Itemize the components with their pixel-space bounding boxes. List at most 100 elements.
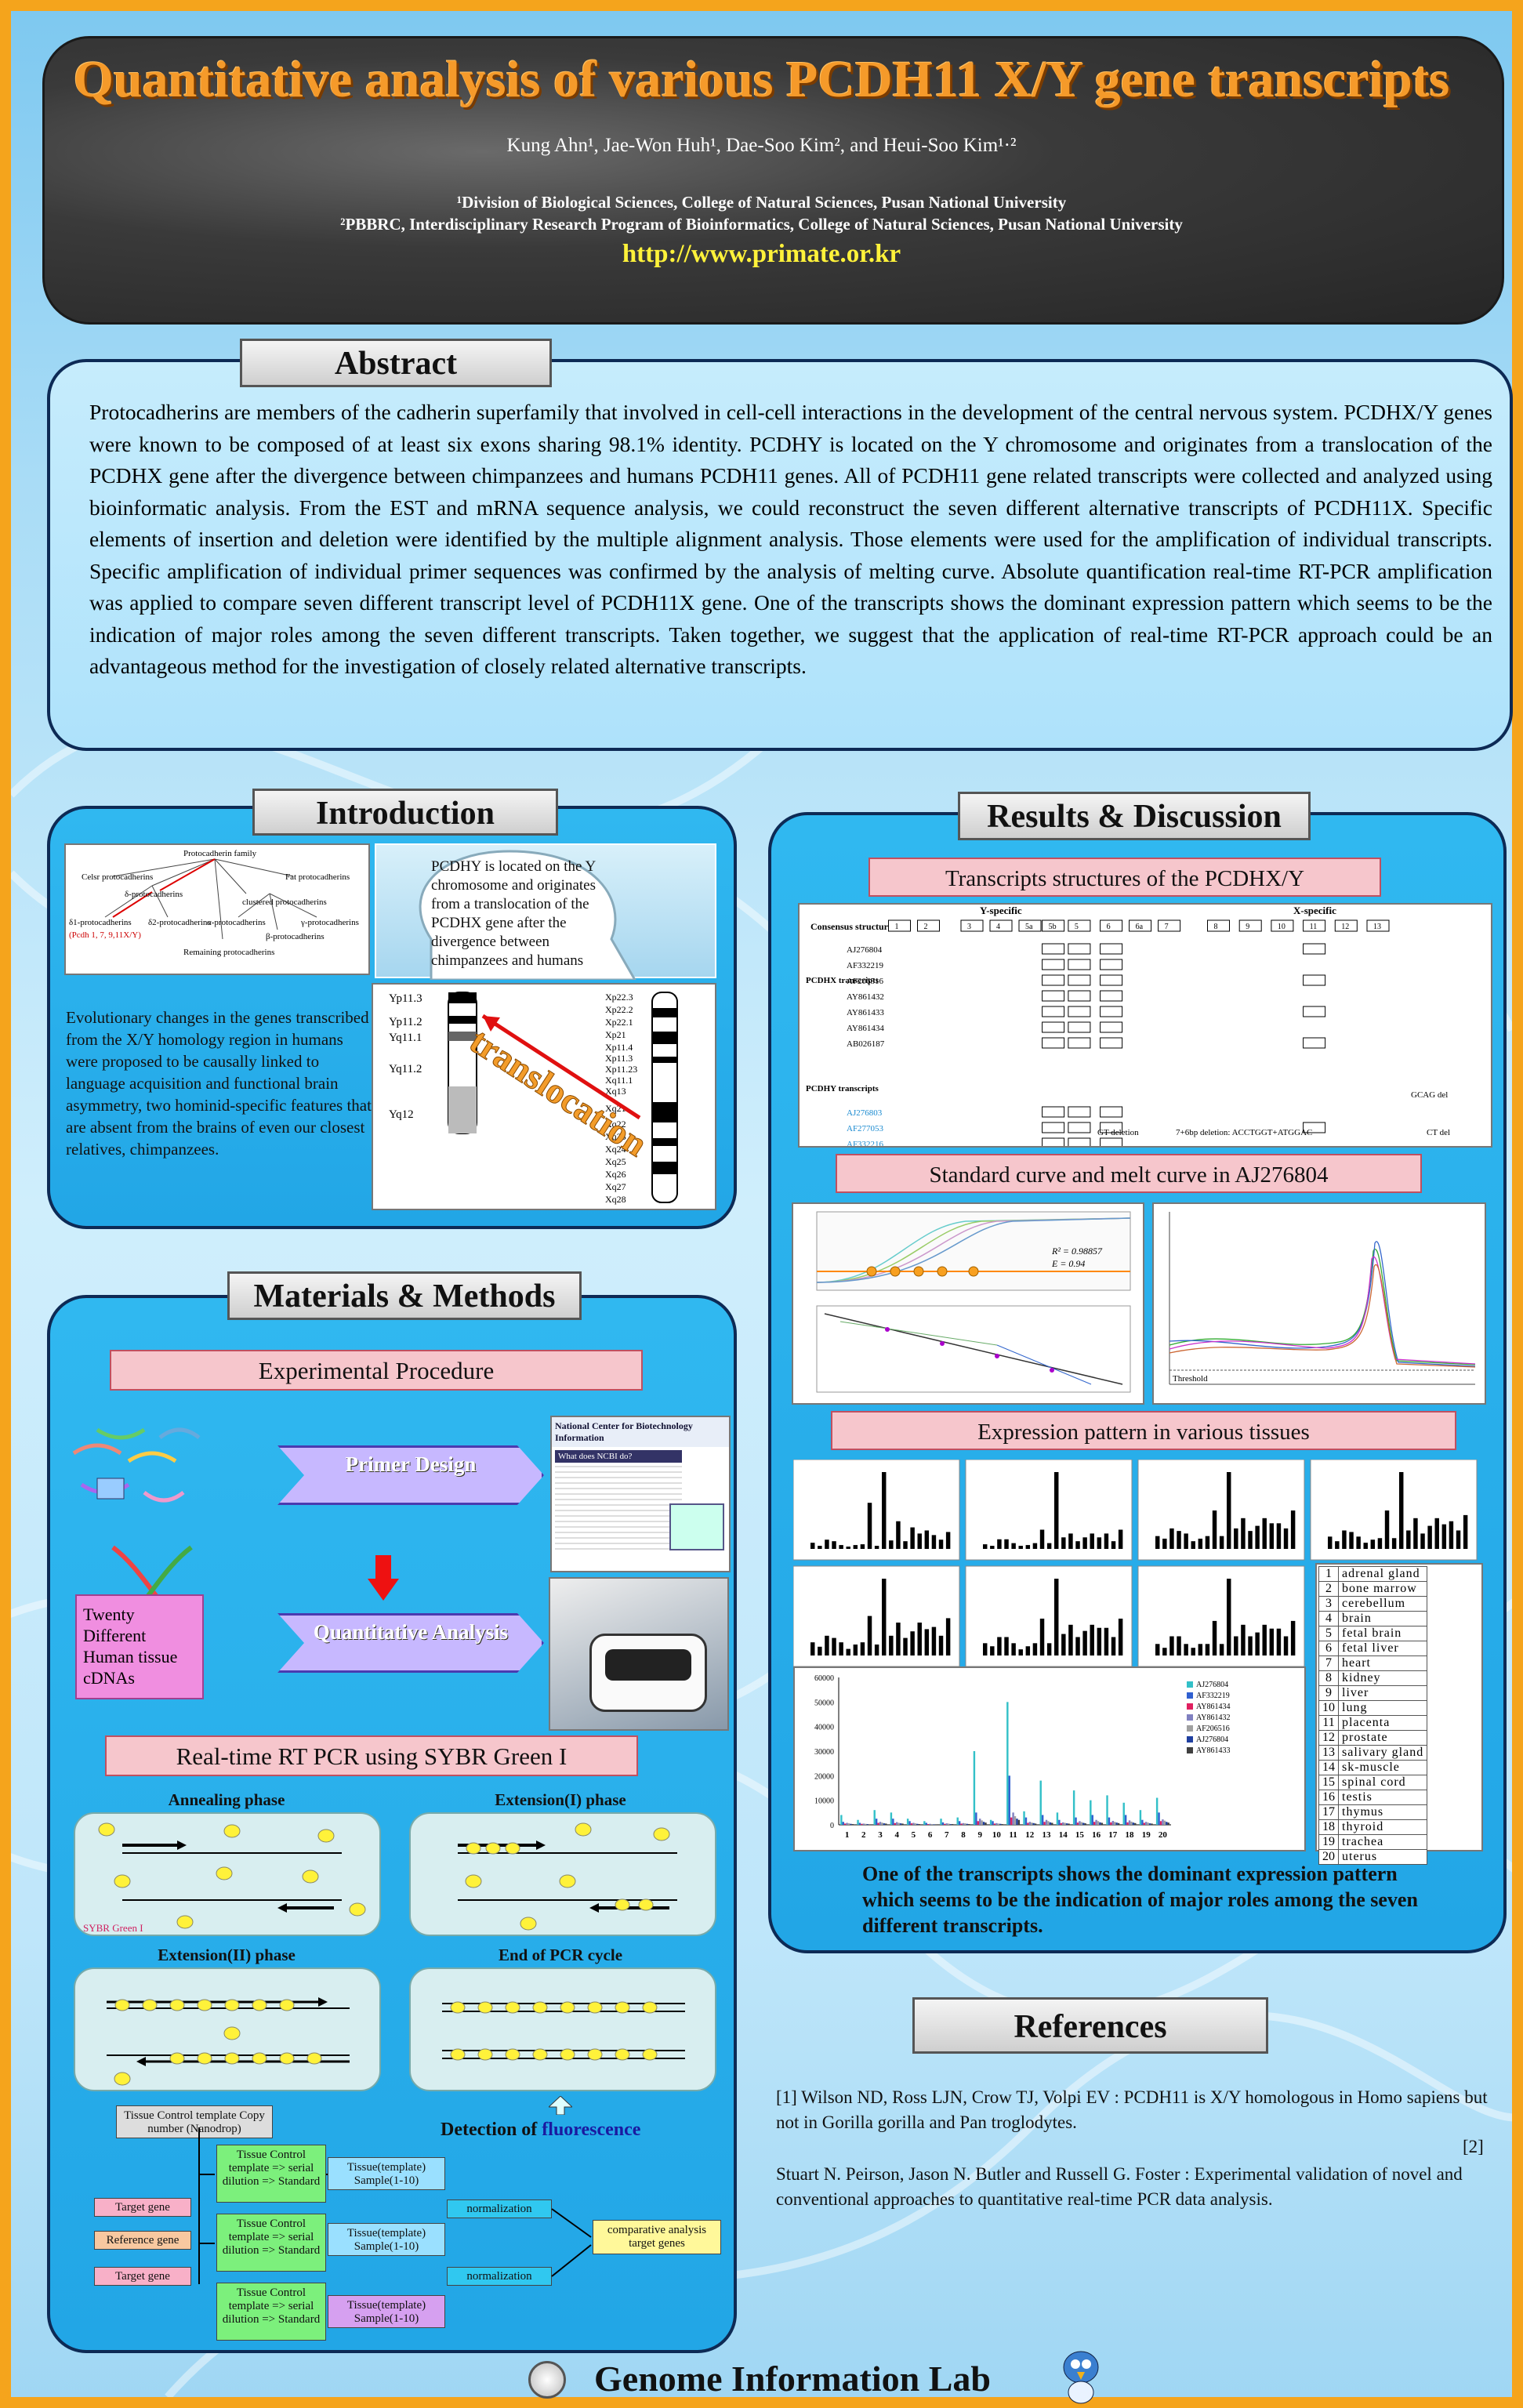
methods-heading: Materials & Methods <box>227 1271 582 1320</box>
x-tick-label: 2 <box>861 1830 866 1840</box>
expression-bar <box>862 1823 865 1825</box>
realtime-pcr-heading: Real-time RT PCR using SYBR Green I <box>105 1735 638 1776</box>
expression-bar <box>1106 1795 1108 1825</box>
expression-bar <box>929 1823 931 1825</box>
small-chart-bar <box>1097 1627 1102 1656</box>
expression-bar <box>964 1823 966 1825</box>
small-chart-bar <box>1054 1472 1059 1549</box>
end-pcr-phase-title: End of PCR cycle <box>498 1946 623 1964</box>
x-band-0: Xp22.3 <box>605 992 633 1003</box>
small-chart-bar <box>1061 1634 1066 1656</box>
expression-bar <box>1082 1822 1085 1825</box>
expression-bar <box>842 1822 844 1825</box>
family-tree-graphic: Protocadherin family Celsr protocadherin… <box>69 849 359 957</box>
small-chart-bar <box>1406 1530 1411 1549</box>
x-tick-label: 16 <box>1092 1830 1101 1840</box>
small-chart-bar <box>1377 1538 1383 1549</box>
expression-bar <box>1065 1823 1068 1825</box>
small-chart-bar <box>1169 1528 1174 1549</box>
small-charts-graphic <box>792 1459 1478 1667</box>
consensus-exon-label: 6a <box>1136 923 1144 931</box>
small-chart-bar <box>1046 1643 1052 1656</box>
transcript-id-AF332219: AF332219 <box>847 961 884 970</box>
tissue-name: liver <box>1337 1685 1428 1701</box>
legend-swatch <box>1187 1725 1193 1732</box>
consensus-exon-label: 13 <box>1373 923 1381 931</box>
target-gene-box-1: Target gene <box>94 2198 191 2217</box>
pcdhy-location-text: PCDHY is located on the Y chromosome and… <box>431 858 597 969</box>
small-chart-bar <box>1391 1538 1397 1549</box>
expression-bar <box>1130 1821 1133 1825</box>
expression-bar <box>895 1822 898 1825</box>
expression-bar <box>941 1822 945 1825</box>
expression-bar <box>1032 1822 1035 1825</box>
expression-bar <box>1079 1821 1081 1825</box>
small-chart-bar <box>1335 1541 1340 1549</box>
expression-bar <box>1114 1822 1116 1825</box>
expression-bar <box>1043 1822 1046 1825</box>
tissue-sample-box-1: Tissue(template) Sample(1-10) <box>328 2157 445 2190</box>
expression-bar <box>890 1812 893 1825</box>
transcript-id-AF206516: AF206516 <box>847 977 884 986</box>
transcript-exon <box>1100 1122 1123 1133</box>
expression-pattern-heading: Expression pattern in various tissues <box>831 1411 1456 1450</box>
expression-bar <box>1017 1819 1021 1825</box>
normalization-box-1: normalization <box>447 2199 552 2218</box>
transcript-exon <box>1042 990 1065 1002</box>
legend-label: AJ276804 <box>1196 1735 1228 1744</box>
expression-bar <box>948 1823 950 1825</box>
consensus-exon-7 <box>1158 919 1181 932</box>
expression-bar <box>1166 1822 1168 1825</box>
legend-swatch <box>1187 1681 1193 1688</box>
small-chart-bar <box>1212 1510 1217 1549</box>
legend-label: AY861433 <box>1196 1746 1231 1755</box>
consensus-exon-10 <box>1271 919 1294 932</box>
tissue-number: 20 <box>1318 1849 1339 1865</box>
transcript-structure-figure: Y-specific X-specific Consensus structur… <box>798 903 1492 1165</box>
y-specific-label: Y-specific <box>980 905 1022 916</box>
small-chart-frame <box>792 1459 960 1561</box>
quantitative-analysis-box: Quantitative Analysis <box>277 1613 544 1673</box>
expression-bar <box>873 1810 876 1825</box>
transcript-exon <box>1042 1106 1065 1118</box>
x-band-8: Xq13 <box>605 1086 626 1097</box>
expression-bar <box>958 1821 961 1825</box>
detection-prefix: Detection of <box>441 2120 542 2140</box>
expression-bar <box>966 1823 969 1825</box>
lab-url[interactable]: http://www.primate.or.kr <box>622 240 901 268</box>
expression-bar <box>1016 1819 1018 1825</box>
small-chart-bar <box>860 1544 865 1549</box>
tissue-name: testis <box>1337 1790 1428 1805</box>
tree-node-clustered: clustered protocadherins <box>242 898 327 907</box>
small-chart-bar <box>853 1545 858 1549</box>
pcr-machine-photo <box>549 1577 729 1731</box>
expression-bar <box>1147 1822 1149 1825</box>
expression-bar <box>1097 1821 1100 1825</box>
x-band-6: Xp11.23 <box>605 1064 637 1075</box>
x-band-15: Xq27 <box>605 1181 626 1192</box>
evolution-text: Evolutionary changes in the genes transc… <box>66 1008 372 1159</box>
expression-bar <box>1061 1822 1064 1825</box>
consensus-exon-label: 8 <box>1214 923 1218 931</box>
small-chart-bar <box>1054 1579 1059 1656</box>
transcript-exon <box>1068 974 1091 986</box>
consensus-exon-label: 9 <box>1246 923 1249 931</box>
expression-bar <box>1090 1800 1092 1825</box>
small-chart-bar <box>1032 1643 1038 1656</box>
tissue-number: 12 <box>1318 1730 1339 1746</box>
expression-bar <box>1060 1822 1062 1825</box>
small-chart-bar <box>983 1544 988 1549</box>
extension2-phase-title: Extension(II) phase <box>158 1946 296 1964</box>
tissue-name: prostate <box>1337 1730 1428 1746</box>
consensus-exon-2 <box>917 919 940 932</box>
expression-bar <box>881 1822 883 1825</box>
small-chart-bar <box>997 1539 1002 1549</box>
transcript-id-AF332216: AF332216 <box>847 1140 884 1146</box>
expression-bar <box>1151 1823 1153 1825</box>
small-chart-bar <box>1118 1529 1123 1549</box>
expression-bar <box>1072 1790 1075 1825</box>
legend-swatch <box>1187 1747 1193 1753</box>
